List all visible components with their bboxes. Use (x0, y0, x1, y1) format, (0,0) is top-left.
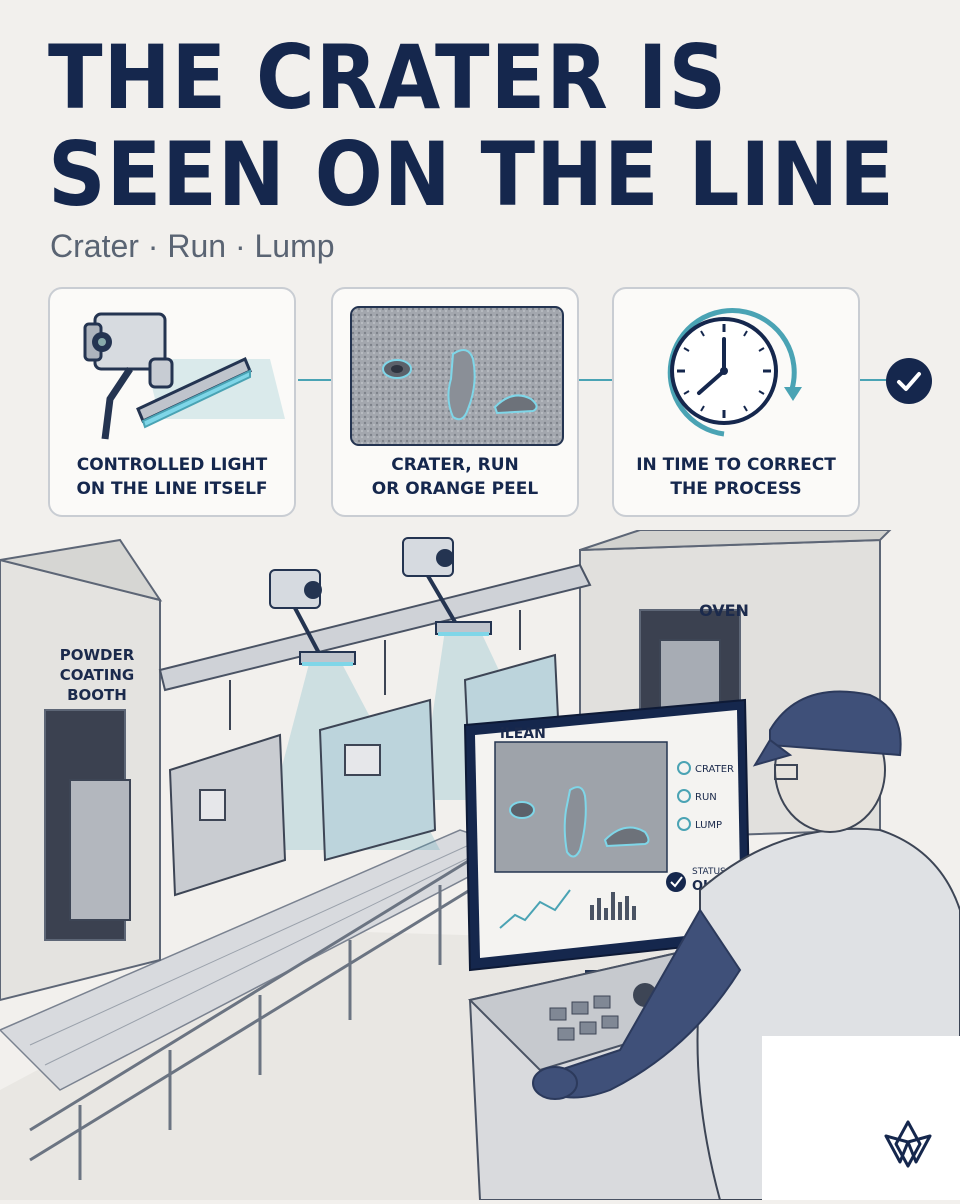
legend-crater: CRATER (695, 764, 734, 775)
monitor-app-name: iLEAN (500, 726, 546, 742)
panel-2-caption-line-1: CRATER, RUN (391, 455, 519, 475)
line-camera-1 (269, 569, 356, 666)
title-line-1: THE CRATER IS (48, 26, 728, 130)
connector-3 (860, 379, 886, 381)
legend-run: RUN (695, 792, 717, 803)
booth-label-line-1: POWDER (60, 646, 135, 664)
panel-2-caption-line-2: OR ORANGE PEEL (371, 479, 539, 499)
panel-defect-types: CRATER, RUN OR ORANGE PEEL (331, 287, 579, 517)
panel-controlled-light: CONTROLLED LIGHT ON THE LINE ITSELF (48, 287, 296, 517)
defect-surface-icon (350, 306, 564, 446)
subtitle: Crater · Run · Lump (50, 228, 335, 264)
checkmark-icon (886, 358, 932, 404)
booth-label-line-3: BOOTH (67, 686, 127, 704)
panel-time-to-correct: IN TIME TO CORRECT THE PROCESS (612, 287, 860, 517)
booth-label-line-2: COATING (60, 666, 134, 684)
inspection-monitor: iLEAN CRATER RUN LUMP STATUS OK (463, 698, 752, 986)
clock-icon (667, 308, 802, 437)
title-line-2: SEEN ON THE LINE (48, 123, 895, 226)
brand-logo-icon (884, 1120, 932, 1168)
line-camera-2 (402, 537, 492, 636)
page-title: THE CRATER IS SEEN ON THE LINE (48, 26, 895, 226)
powder-booth: POWDER COATING BOOTH (0, 538, 163, 1002)
panel-3-caption-line-1: IN TIME TO CORRECT (636, 455, 836, 475)
panel-1-caption-line-1: CONTROLLED LIGHT (76, 455, 268, 475)
camera-light-icon (83, 312, 285, 440)
factory-scene: POWDER COATING BOOTH OVEN (0, 530, 960, 1200)
logo-corner (762, 1036, 960, 1200)
connector-2 (579, 379, 613, 381)
panel-3-caption-line-2: THE PROCESS (670, 479, 802, 499)
oven-label: OVEN (699, 601, 749, 620)
status-check-icon (666, 872, 686, 892)
status-label: STATUS (692, 867, 726, 877)
panel-1-caption-line-2: ON THE LINE ITSELF (76, 479, 268, 499)
legend-lump: LUMP (695, 820, 722, 831)
connector-1 (298, 379, 332, 381)
